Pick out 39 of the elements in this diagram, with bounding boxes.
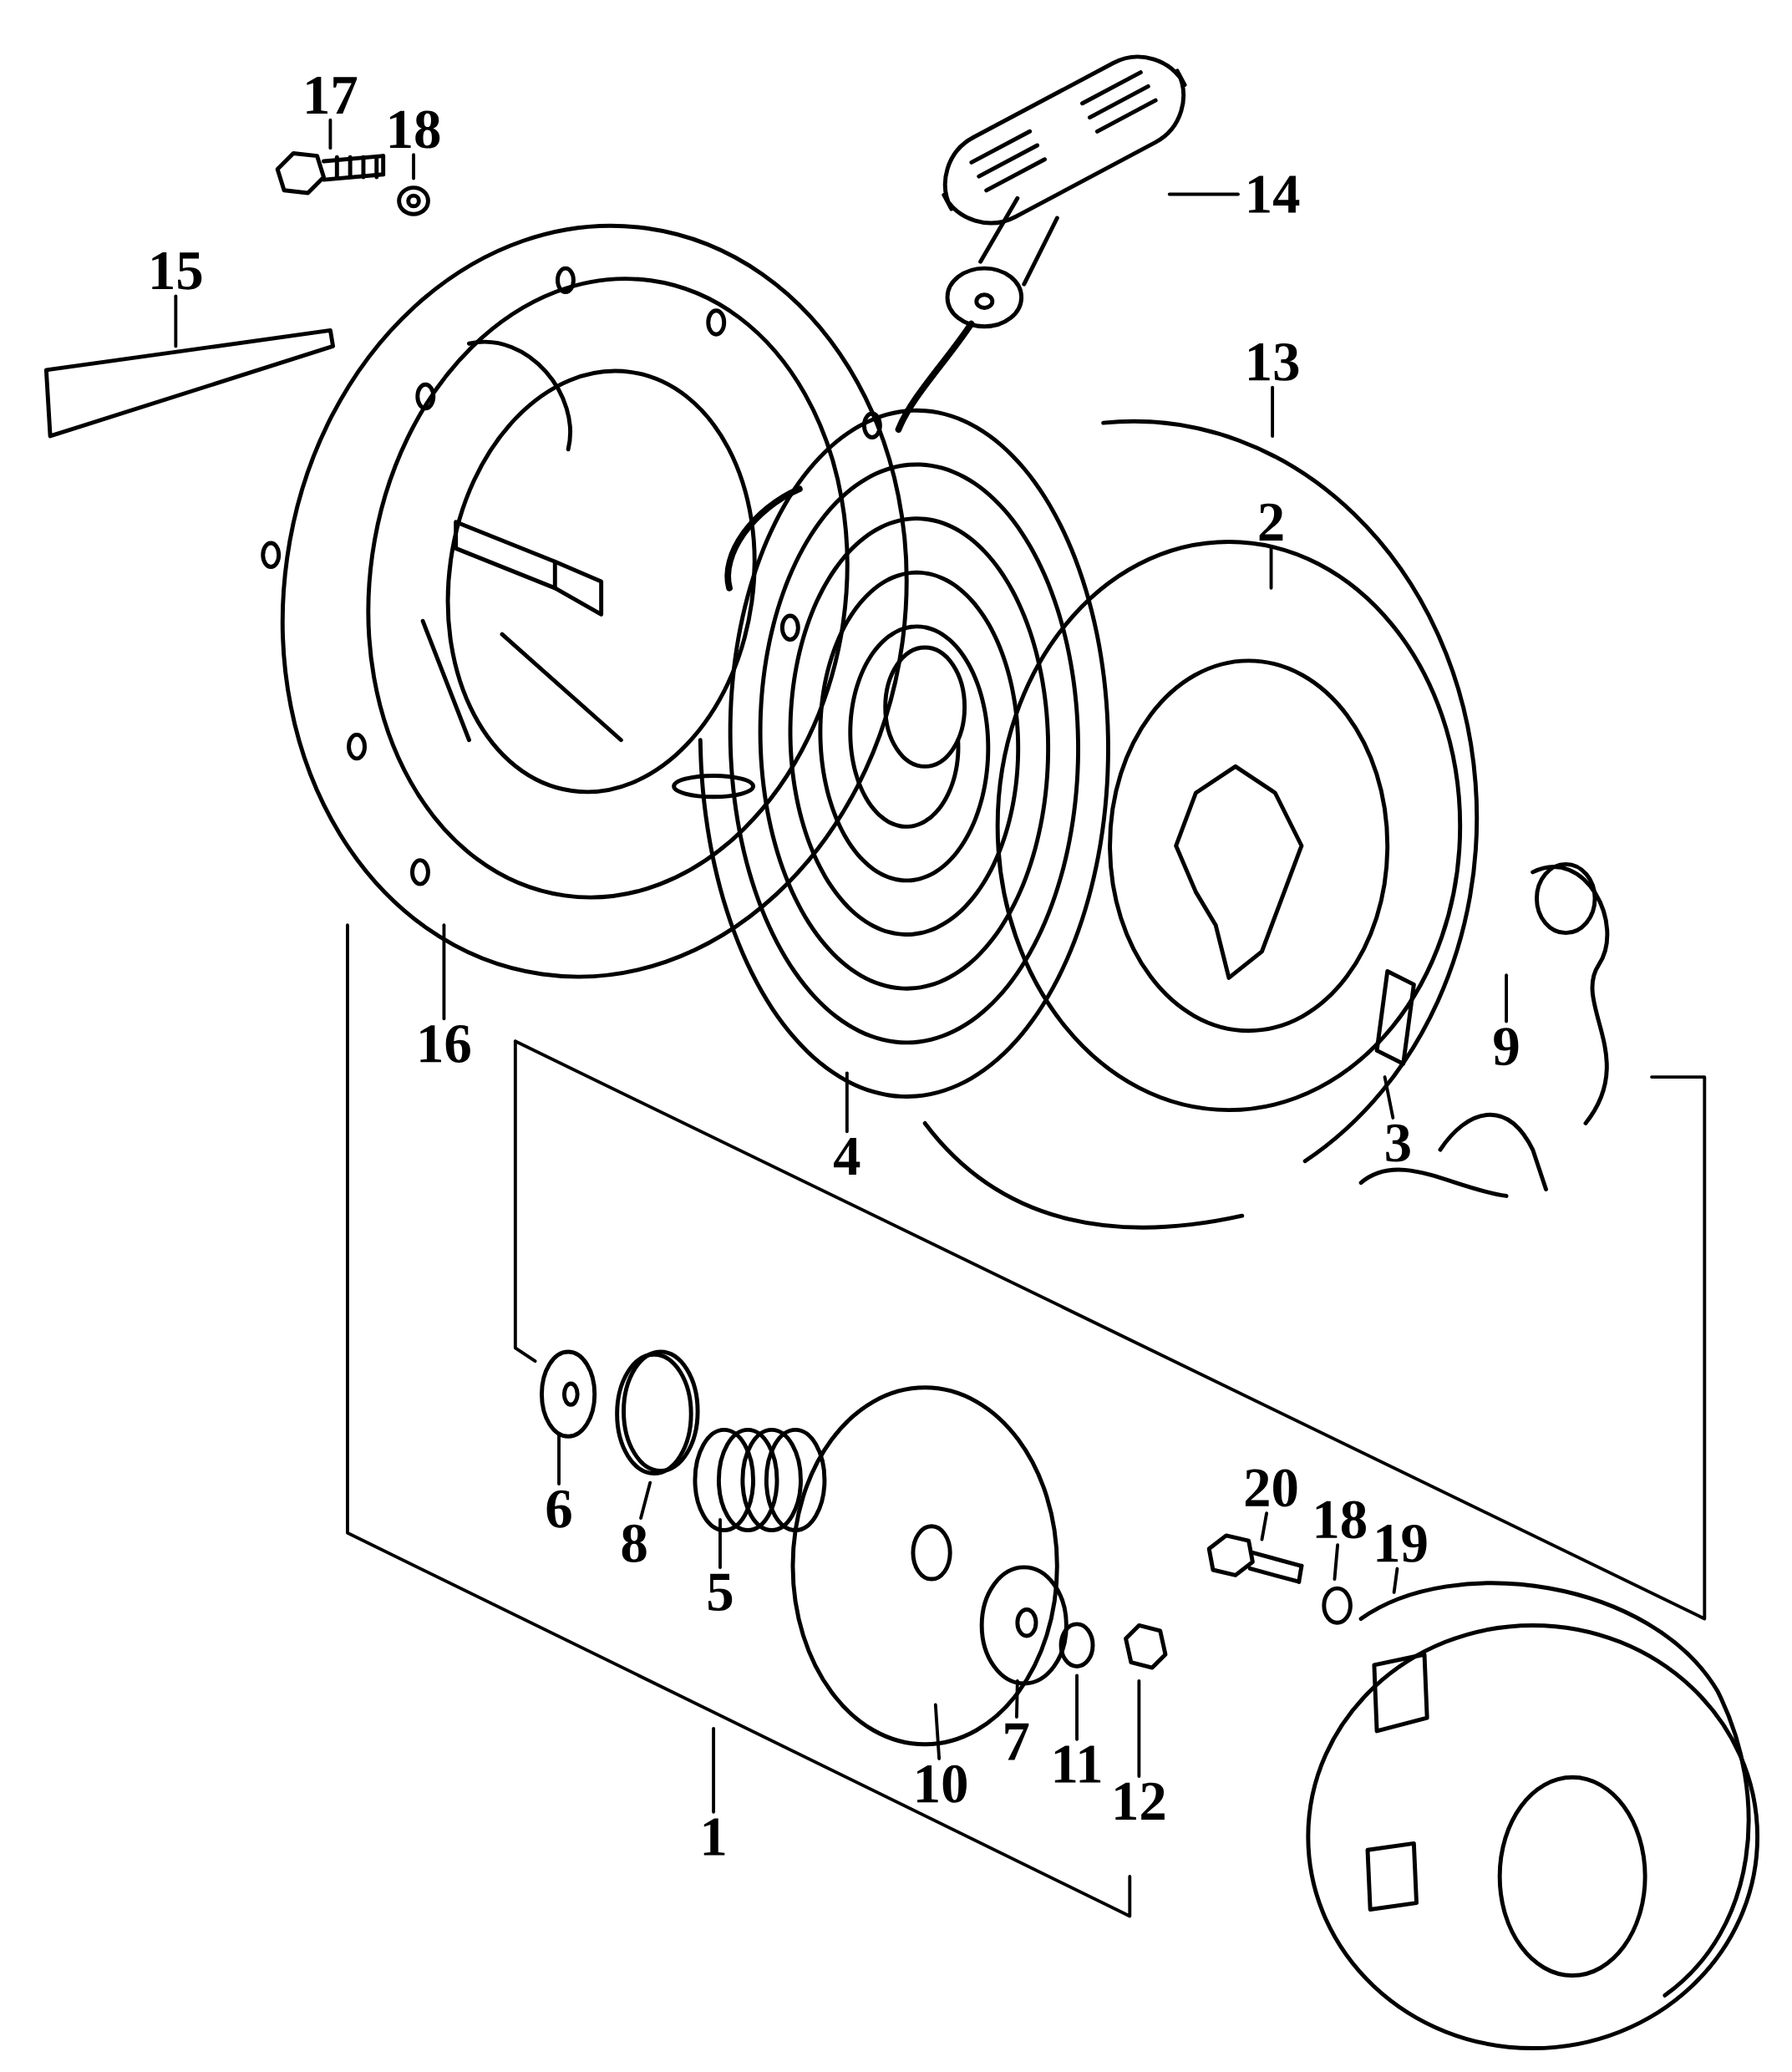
callout-number: 5 [708,1573,733,1612]
callout-number: 7 [1005,1723,1029,1760]
leader-line [639,1480,652,1521]
leader-line [1137,1678,1141,1778]
leader-line [1505,973,1509,1023]
callout-number: 17 [307,76,358,114]
leader-line [412,153,416,180]
callout-number: 19 [1377,1524,1427,1562]
callout-number: 13 [1249,343,1299,381]
callout-number: 11 [1055,1745,1101,1783]
callout-number: 16 [420,1025,470,1063]
callout-number: 1 [703,1818,725,1856]
leader-line [1015,1678,1019,1719]
callout-number: 6 [546,1490,571,1528]
callout-number: 15 [152,251,202,290]
callout-number: 3 [1386,1124,1410,1162]
leader-line [328,118,333,150]
leader-line [1333,1543,1340,1581]
leader-line [1383,1075,1395,1120]
leader-line [712,1726,716,1814]
callout-number: 2 [1259,503,1283,541]
leader-line [174,294,178,348]
callout-number: 12 [1115,1782,1165,1820]
leader-line [1260,1511,1269,1541]
leader-line [1075,1673,1079,1741]
leader-line [1271,385,1275,438]
callout-number: 18 [390,110,440,149]
callout-number: 14 [1249,175,1300,213]
leader-line [1168,192,1241,196]
leader-line [718,1517,723,1569]
callout-number: 9 [1494,1028,1519,1066]
callout-number: 8 [622,1524,647,1562]
leader-line [845,1071,849,1134]
callout-number: 10 [917,1765,967,1803]
callout-number: 18 [1316,1501,1367,1539]
leader-line [442,923,446,1021]
callout-number: 4 [834,1138,860,1175]
callout-number: 20 [1246,1469,1297,1507]
leader-line [1392,1567,1399,1594]
